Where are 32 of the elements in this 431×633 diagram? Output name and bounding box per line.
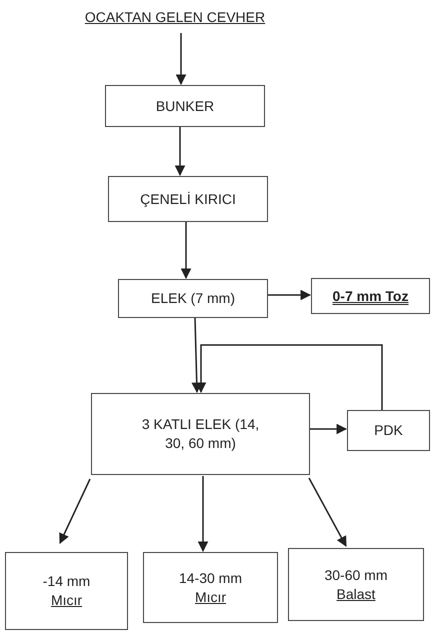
process-box bbox=[288, 548, 424, 621]
process-box bbox=[118, 279, 268, 318]
process-box bbox=[143, 552, 278, 623]
arrow bbox=[174, 127, 186, 176]
box-label: Mıcır bbox=[50, 591, 82, 610]
box-label: -14 mm bbox=[42, 572, 90, 591]
process-box bbox=[347, 410, 430, 451]
box-label: 3 KATLI ELEK (14, 30, 60 mm) bbox=[140, 415, 260, 453]
arrow bbox=[268, 290, 312, 300]
process-box bbox=[5, 552, 128, 630]
box-label: ELEK (7 mm) bbox=[150, 289, 235, 308]
box-label: PDK bbox=[374, 421, 403, 440]
source-label: OCAKTAN GELEN CEVHER bbox=[84, 8, 266, 26]
process-box bbox=[108, 176, 268, 222]
box-label: 0-7 mm Toz bbox=[332, 286, 408, 306]
process-box bbox=[311, 278, 430, 314]
arrow bbox=[180, 222, 192, 280]
box-label: ÇENELİ KIRICI bbox=[140, 190, 236, 208]
box-label: BUNKER bbox=[156, 96, 214, 116]
arrow bbox=[176, 33, 186, 86]
arrow bbox=[310, 424, 348, 434]
box-label: 30-60 mm bbox=[324, 566, 388, 584]
process-box bbox=[91, 393, 310, 475]
box-label: Balast bbox=[336, 584, 376, 604]
arrow bbox=[198, 476, 208, 552]
process-box bbox=[105, 85, 265, 127]
arrow bbox=[192, 318, 202, 394]
arrow bbox=[308, 478, 347, 547]
box-label: 14-30 mm bbox=[178, 568, 242, 588]
arrow bbox=[59, 478, 91, 544]
box-label: Mıcır bbox=[194, 588, 226, 606]
arrow bbox=[196, 344, 383, 410]
